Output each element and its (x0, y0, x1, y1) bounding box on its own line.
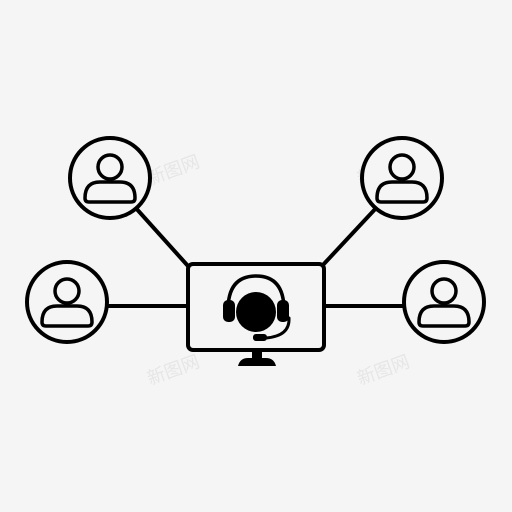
user-icon-top-right (360, 136, 444, 220)
watermark-text: 新图网 (145, 151, 203, 189)
user-icon-right (402, 260, 486, 344)
headset-icon (223, 274, 291, 341)
monitor-base (238, 358, 276, 366)
watermark-text: 新图网 (355, 351, 413, 389)
headset-operator-monitor-icon (186, 262, 326, 366)
connector-line-top-left (132, 204, 190, 268)
connector-lines (104, 204, 408, 308)
user-icon-top-left (68, 136, 152, 220)
monitor-neck (252, 350, 262, 360)
user-icon-left (25, 260, 109, 344)
watermark-text: 新图网 (145, 351, 203, 389)
connector-line-top-right (320, 204, 380, 268)
